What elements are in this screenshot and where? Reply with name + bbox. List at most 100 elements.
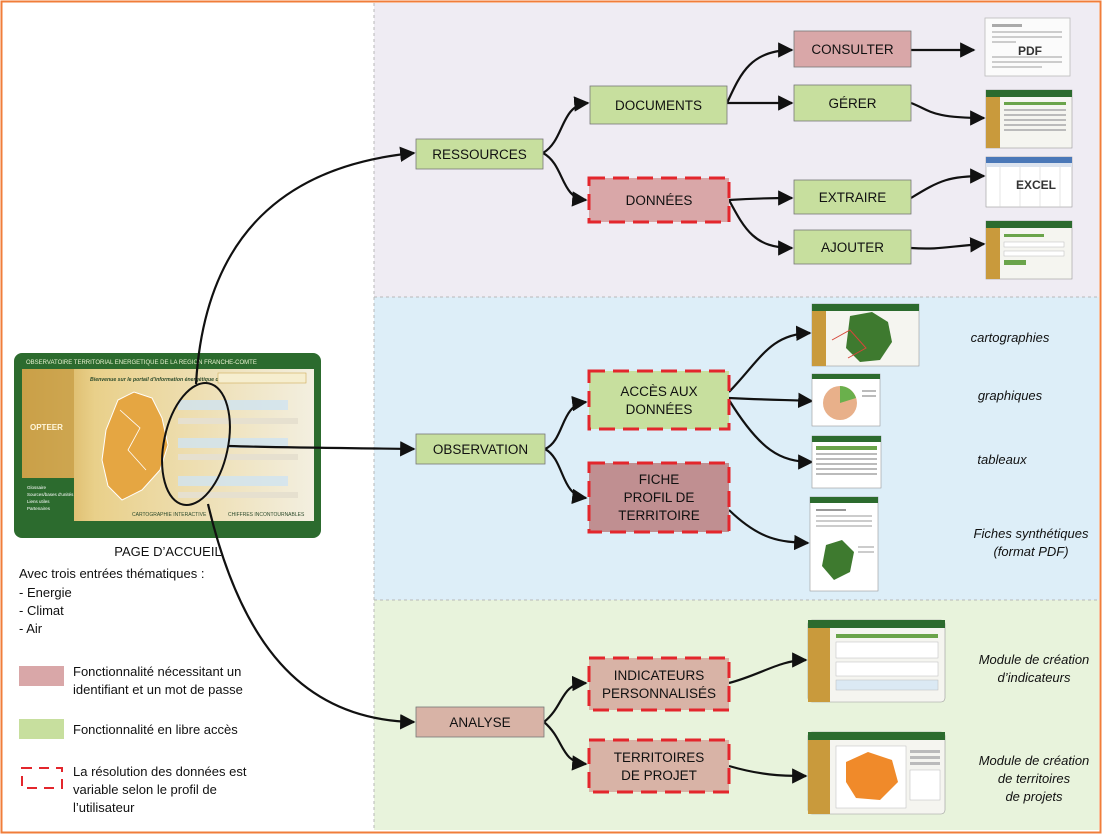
legend-open-swatch xyxy=(19,719,64,739)
thumb-excel-sheet: EXCEL xyxy=(985,156,1073,208)
node-indic-line1: INDICATEURS xyxy=(614,668,705,683)
node-fiche-line2: PROFIL DE xyxy=(624,490,695,505)
edge-ajouter-thumb xyxy=(910,237,986,253)
node-donnees[interactable] xyxy=(587,176,731,224)
edge-documents-consulter xyxy=(726,42,794,104)
node-acces-line2: DONNÉES xyxy=(626,402,693,417)
label-mod-terr-line3: de projets xyxy=(1005,789,1063,804)
edge-donnees-extraire xyxy=(728,190,794,206)
legend-restricted-swatch xyxy=(19,666,64,686)
homepage-block-climat[interactable] xyxy=(178,438,288,448)
edge-observation-acces xyxy=(544,395,588,451)
edge-analyse-indic xyxy=(543,675,588,723)
thumb-excel-label: EXCEL xyxy=(1016,178,1056,192)
node-fiche-line3: TERRITOIRE xyxy=(618,508,700,523)
legend-dashed-swatch xyxy=(21,767,63,789)
homepage-link-3[interactable]: Liens utiles xyxy=(27,499,50,504)
edge-indic-module xyxy=(728,652,808,685)
legend-restricted-line2: identifiant et un mot de passe xyxy=(73,682,243,697)
node-gerer[interactable] xyxy=(793,84,912,122)
edge-gerer-thumb xyxy=(910,101,986,126)
node-ajouter[interactable] xyxy=(793,229,912,265)
thumb-territory-module xyxy=(807,731,946,815)
node-analyse[interactable] xyxy=(415,706,545,738)
node-fiche-profil[interactable] xyxy=(587,461,731,534)
homepage-link-1[interactable]: Glossaire xyxy=(27,485,47,490)
homepage-bottom-b[interactable]: CHIFFRES INCONTOURNABLES xyxy=(228,512,305,518)
edge-terr-module xyxy=(728,764,808,784)
legend: Fonctionnalité nécessitant un identifian… xyxy=(19,664,247,815)
thumb-fiche-pdf xyxy=(809,496,879,592)
node-territoires[interactable] xyxy=(587,738,731,794)
node-acces-line1: ACCÈS AUX xyxy=(620,384,697,399)
label-cartographies: cartographies xyxy=(971,330,1050,345)
node-terr-line1: TERRITOIRES xyxy=(614,750,705,765)
label-mod-ind-line1: Module de création xyxy=(979,652,1090,667)
node-terr-line2: DE PROJET xyxy=(621,768,697,783)
edge-donnees-ajouter xyxy=(728,199,794,256)
node-extraire[interactable] xyxy=(793,179,912,215)
thumb-cartography xyxy=(811,303,920,367)
label-fiches-line1: Fiches synthétiques xyxy=(974,526,1089,541)
connectors xyxy=(194,42,986,784)
thumb-pdf-label: PDF xyxy=(1018,44,1042,58)
homepage-link-2[interactable]: Sources/bases d'unités xyxy=(27,492,74,497)
node-consulter[interactable] xyxy=(793,30,912,68)
edge-home-ressources xyxy=(194,146,416,385)
node-documents-label: DOCUMENTS xyxy=(615,98,702,113)
edge-ressources-donnees xyxy=(542,152,588,207)
label-mod-ind-line2: d’indicateurs xyxy=(998,670,1071,685)
legend-restricted-line1: Fonctionnalité nécessitant un xyxy=(73,664,241,679)
label-graphiques: graphiques xyxy=(978,388,1043,403)
edge-acces-carto xyxy=(728,325,812,393)
legend-variable-line1: La résolution des données est xyxy=(73,764,247,779)
theme-climat: - Climat xyxy=(19,603,64,618)
node-fiche-line1: FICHE xyxy=(639,472,680,487)
node-ajouter-label: AJOUTER xyxy=(821,240,884,255)
node-indicateurs[interactable] xyxy=(587,656,731,712)
edge-extraire-excel xyxy=(910,168,986,199)
edge-acces-tableaux xyxy=(728,399,814,470)
homepage-highlight-oval xyxy=(161,381,231,507)
node-analyse-label: ANALYSE xyxy=(449,715,510,730)
homepage-welcome: Bienvenue sur le portail d'information é… xyxy=(90,377,261,383)
homepage-link-4[interactable]: Partenaires xyxy=(27,506,51,511)
homepage-intro: Avec trois entrées thématiques : xyxy=(19,566,204,581)
homepage-block-energie[interactable] xyxy=(178,400,288,410)
homepage-screen-title: OBSERVATOIRE TERRITORIAL ENERGETIQUE DE … xyxy=(26,360,257,366)
edge-analyse-terr xyxy=(543,721,588,771)
edge-fiche-pdf xyxy=(728,509,810,551)
node-indic-line2: PERSONNALISÉS xyxy=(602,686,716,701)
node-gerer-label: GÉRER xyxy=(828,96,876,111)
theme-air: - Air xyxy=(19,621,43,636)
homepage-logo: OPTEER xyxy=(30,423,63,432)
node-ressources[interactable] xyxy=(415,138,544,170)
thumb-gerer-screen xyxy=(985,89,1073,149)
theme-energie: - Energie xyxy=(19,585,72,600)
homepage-screenshot: OBSERVATOIRE TERRITORIAL ENERGETIQUE DE … xyxy=(14,353,321,538)
node-donnees-label: DONNÉES xyxy=(626,193,693,208)
label-mod-terr-line1: Module de création xyxy=(979,753,1090,768)
thumb-pdf-document: PDF xyxy=(984,17,1071,77)
label-tableaux: tableaux xyxy=(977,452,1027,467)
node-observation-label: OBSERVATION xyxy=(433,442,528,457)
node-observation[interactable] xyxy=(415,433,546,465)
thumb-table xyxy=(811,435,882,489)
node-acces-donnees[interactable] xyxy=(587,369,731,431)
homepage-search-box[interactable] xyxy=(217,372,307,384)
legend-variable-line2: variable selon le profil de xyxy=(73,782,217,797)
thumb-graph xyxy=(811,373,881,427)
homepage-bottom-a[interactable]: CARTOGRAPHIE INTERACTIVE xyxy=(132,512,207,518)
thumb-ajouter-screen xyxy=(985,220,1073,280)
homepage-block-air[interactable] xyxy=(178,476,288,486)
legend-variable-line3: l’utilisateur xyxy=(73,800,135,815)
edge-acces-graph xyxy=(728,392,814,409)
label-mod-terr-line2: de territoires xyxy=(998,771,1071,786)
node-documents[interactable] xyxy=(589,85,728,125)
edge-observation-fiche xyxy=(544,448,588,505)
edge-home-observation xyxy=(227,441,416,457)
homepage-caption: PAGE D’ACCUEIL xyxy=(114,544,221,559)
node-consulter-label: CONSULTER xyxy=(811,42,894,57)
